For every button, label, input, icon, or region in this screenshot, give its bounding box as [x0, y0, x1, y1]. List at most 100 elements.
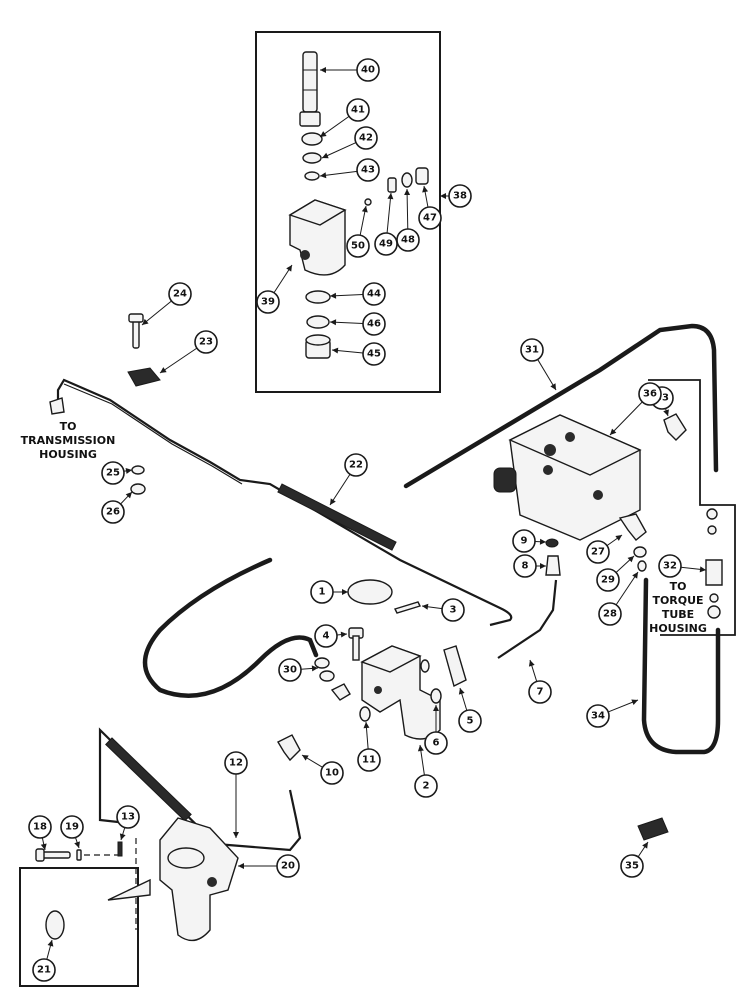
callout-38: 38: [448, 184, 472, 208]
inset-box-fitting: [648, 379, 736, 636]
arrowhead-21: [47, 940, 54, 947]
callout-9: 9: [512, 529, 536, 553]
callout-number-39: 39: [261, 297, 275, 308]
seal-11-part: [359, 706, 371, 722]
callout-circle-39: [256, 290, 280, 314]
callout-circle-7: [528, 680, 552, 704]
callout-circle-12: [224, 751, 248, 775]
arrowhead-39: [286, 265, 292, 272]
callout-circle-34: [586, 704, 610, 728]
callout-circle-26: [101, 500, 125, 524]
callout-30: 30: [278, 658, 302, 682]
fitting-8-part: [545, 555, 561, 576]
callout-circle-28: [598, 602, 622, 626]
bolt-24-part: [128, 313, 144, 349]
callout-number-22: 22: [349, 460, 363, 471]
callout-number-41: 41: [351, 105, 365, 116]
callout-circle-44: [362, 282, 386, 306]
leader-lines: [40, 67, 707, 960]
callout-number-25: 25: [106, 468, 120, 479]
callout-number-45: 45: [367, 349, 381, 360]
arrowhead-13: [119, 833, 126, 840]
callout-number-31: 31: [525, 345, 539, 356]
callout-number-33: 33: [655, 393, 669, 404]
bolt-18-part: [35, 848, 71, 862]
callout-number-21: 21: [37, 965, 51, 976]
callout-circle-22: [344, 453, 368, 477]
tee-32-part: [705, 559, 723, 586]
callout-number-13: 13: [121, 812, 135, 823]
fitting-30a: [314, 657, 330, 669]
callout-44: 44: [362, 282, 386, 306]
arrowhead-50: [361, 206, 368, 213]
leader-48: [406, 188, 409, 230]
callout-18: 18: [28, 815, 52, 839]
callout-number-28: 28: [603, 609, 617, 620]
fitting-d: [707, 605, 721, 619]
callout-circle-35: [620, 854, 644, 878]
callout-circle-30: [278, 658, 302, 682]
callout-circle-40: [356, 58, 380, 82]
hose-sleeve-12: [105, 737, 192, 822]
washer-28-part: [637, 560, 647, 572]
arrowhead-38: [440, 193, 446, 199]
callout-20: 20: [276, 854, 300, 878]
small-spring-part: [387, 177, 397, 193]
arrowhead-43: [320, 172, 327, 179]
seal-6-part: [430, 688, 442, 704]
arrowhead-45: [332, 347, 339, 354]
callout-number-19: 19: [65, 822, 79, 833]
callout-32: 32: [658, 554, 682, 578]
callout-number-4: 4: [323, 631, 330, 642]
callout-27: 27: [586, 540, 610, 564]
nut-25-part: [131, 465, 145, 475]
callout-circle-8: [513, 554, 537, 578]
callout-36: 36: [638, 382, 662, 406]
callout-1: 1: [310, 580, 334, 604]
arrowhead-28: [632, 572, 638, 579]
arrowhead-30: [311, 665, 318, 672]
nut-9-part: [545, 538, 559, 548]
callout-number-26: 26: [106, 507, 120, 518]
callout-number-6: 6: [433, 738, 440, 749]
callout-number-50: 50: [351, 241, 365, 252]
callout-circle-9: [512, 529, 536, 553]
arrowhead-23: [160, 367, 167, 373]
callout-number-42: 42: [359, 133, 373, 144]
callout-circle-24: [168, 282, 192, 306]
to-transmission-label-2: TRANSMISSION: [21, 434, 116, 447]
leader-22: [329, 473, 351, 506]
callout-6: 6: [424, 731, 448, 755]
gasket-part: [401, 172, 413, 188]
callout-circle-3: [441, 598, 465, 622]
to-transmission-label-3: HOUSING: [39, 448, 97, 461]
to-torque-label-4: HOUSING: [649, 622, 707, 635]
arrowhead-4: [340, 631, 347, 638]
callout-40: 40: [356, 58, 380, 82]
callout-13: 13: [116, 805, 140, 829]
leader-49: [386, 192, 392, 234]
arrowhead-11: [363, 722, 370, 729]
brake-tube-long-inner: [63, 383, 243, 485]
to-torque-label-2: TORQUE: [652, 594, 703, 607]
cap-part: [415, 167, 429, 185]
callout-7: 7: [528, 680, 552, 704]
clamp-35-part: [637, 817, 669, 841]
pin-19-part: [76, 849, 82, 861]
callout-number-20: 20: [281, 861, 295, 872]
callout-45: 45: [362, 342, 386, 366]
ball-part: [364, 198, 372, 206]
arrowhead-2: [417, 745, 424, 752]
callout-circle-49: [374, 232, 398, 256]
valve-stem-part: [299, 51, 321, 127]
leader-36: [609, 401, 643, 436]
callout-48: 48: [396, 228, 420, 252]
valve-body-part: [288, 199, 347, 276]
callout-8: 8: [513, 554, 537, 578]
arrowhead-5: [458, 688, 465, 695]
pin-3-part: [394, 601, 421, 614]
arrowhead-33: [663, 409, 669, 416]
callout-number-3: 3: [450, 605, 457, 616]
callout-circle-27: [586, 540, 610, 564]
